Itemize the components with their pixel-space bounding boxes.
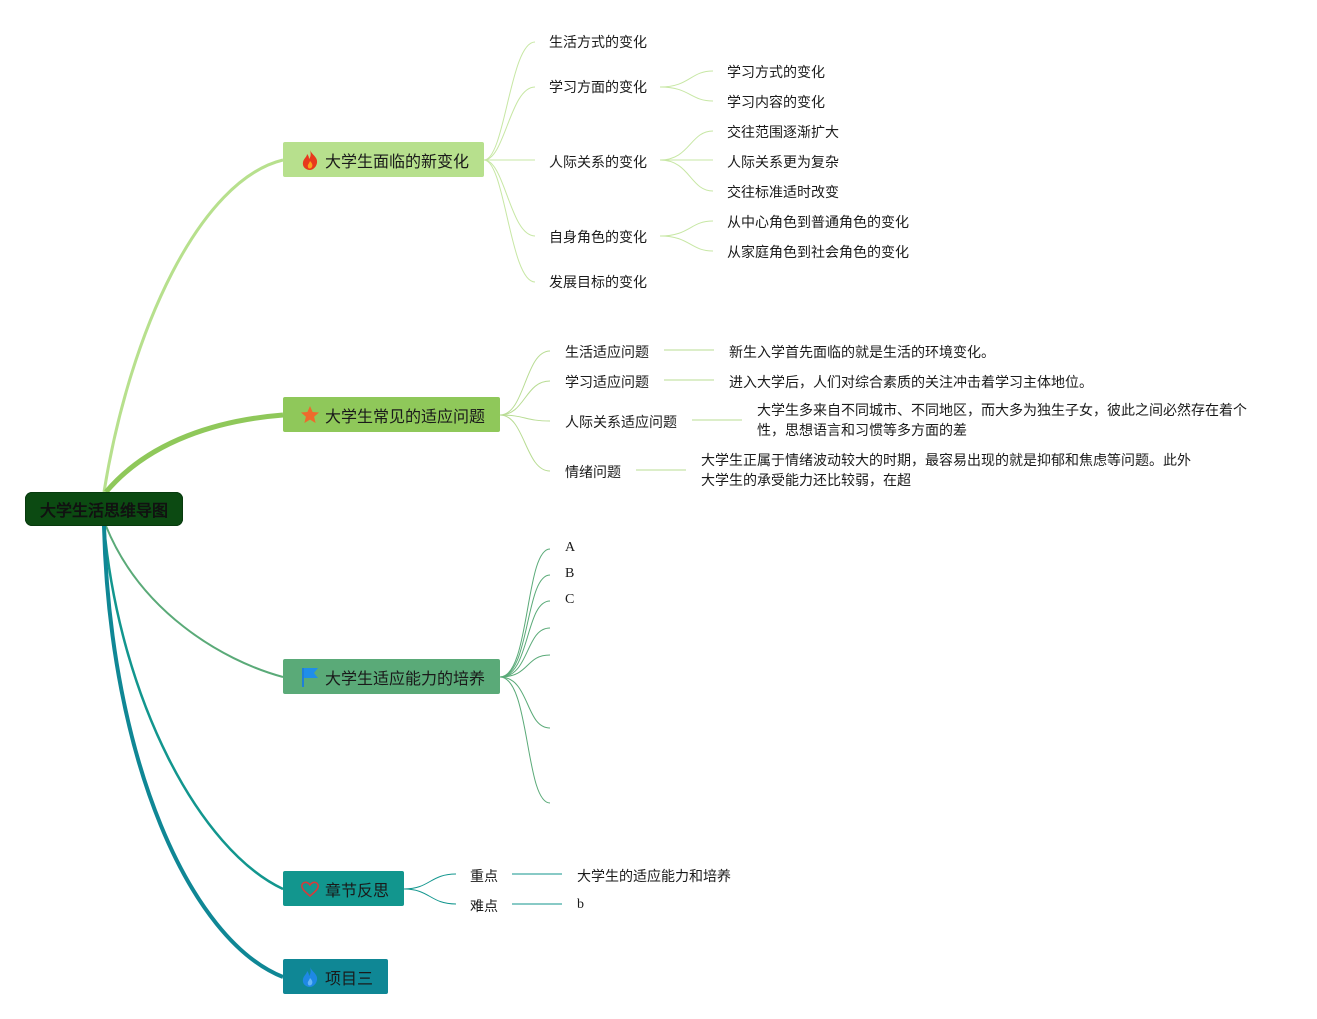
note[interactable]: 大学生多来自不同城市、不同地区，而大多为独生子女，彼此之间必然存在着个 性，思想…	[757, 401, 1247, 441]
topic-key-point[interactable]: 重点	[470, 869, 498, 885]
item-b[interactable]: B	[565, 566, 575, 581]
connector-root-b5	[102, 525, 284, 979]
branch-label: 大学生常见的适应问题	[325, 406, 486, 426]
note[interactable]: 进入大学后，人们对综合素质的关注冲击着学习主体地位。	[729, 375, 1093, 391]
branch-adaptation-problems[interactable]: 大学生常见的适应问题	[283, 397, 500, 432]
star-icon	[299, 404, 321, 426]
branch-label: 章节反思	[325, 880, 390, 900]
connector-root-b3	[105, 525, 284, 678]
branch-reflection[interactable]: 章节反思	[283, 871, 404, 906]
branch-label: 大学生适应能力的培养	[325, 668, 486, 688]
branch-label: 大学生面临的新变化	[325, 151, 470, 171]
topic-study[interactable]: 学习方面的变化	[549, 80, 647, 96]
root-node[interactable]: 大学生活思维导图	[25, 492, 183, 526]
subtopic[interactable]: 人际关系更为复杂	[727, 155, 839, 171]
topic-emotion[interactable]: 情绪问题	[565, 465, 621, 481]
branch-new-changes[interactable]: 大学生面临的新变化	[283, 142, 484, 177]
branch-ability-cultivation[interactable]: 大学生适应能力的培养	[283, 659, 500, 694]
note-line: 性，思想语言和习惯等多方面的差	[757, 423, 967, 439]
branch-label: 项目三	[325, 968, 374, 988]
note[interactable]: 大学生正属于情绪波动较大的时期，最容易出现的就是抑郁和焦虑等问题。此外 大学生的…	[701, 451, 1191, 491]
item-a[interactable]: A	[565, 540, 576, 555]
topic-life-adaptation[interactable]: 生活适应问题	[565, 345, 649, 361]
note[interactable]: b	[577, 897, 584, 912]
branch-project-three[interactable]: 项目三	[283, 959, 388, 994]
note-line: 大学生正属于情绪波动较大的时期，最容易出现的就是抑郁和焦虑等问题。此外	[701, 453, 1191, 469]
subtopic[interactable]: 学习方式的变化	[727, 65, 825, 81]
topic-relationship-adaptation[interactable]: 人际关系适应问题	[565, 415, 677, 431]
topic-role[interactable]: 自身角色的变化	[549, 230, 647, 246]
blue-fire-icon	[299, 966, 321, 988]
topic-goals[interactable]: 发展目标的变化	[549, 275, 647, 291]
subtopic[interactable]: 从家庭角色到社会角色的变化	[727, 245, 909, 261]
topic-difficulty[interactable]: 难点	[470, 899, 498, 915]
topic-study-adaptation[interactable]: 学习适应问题	[565, 375, 649, 391]
note-line: 大学生的承受能力还比较弱，在超	[701, 473, 911, 489]
root-label: 大学生活思维导图	[39, 501, 168, 520]
fire-icon	[299, 149, 321, 171]
note[interactable]: 大学生的适应能力和培养	[577, 869, 731, 885]
heart-icon	[299, 878, 321, 900]
note-line: 大学生多来自不同城市、不同地区，而大多为独生子女，彼此之间必然存在着个	[757, 403, 1247, 419]
connector-root-b2	[104, 412, 284, 494]
note[interactable]: 新生入学首先面临的就是生活的环境变化。	[729, 345, 995, 361]
connector-root-b1	[102, 158, 284, 493]
item-c[interactable]: C	[565, 592, 575, 607]
subtopic[interactable]: 交往标准适时改变	[727, 185, 839, 201]
subtopic[interactable]: 学习内容的变化	[727, 95, 825, 111]
flag-icon	[299, 666, 321, 688]
subtopic[interactable]: 交往范围逐渐扩大	[727, 125, 839, 141]
topic-relationships[interactable]: 人际关系的变化	[549, 155, 647, 171]
subtopic[interactable]: 从中心角色到普通角色的变化	[727, 215, 909, 231]
connector-root-b4	[102, 525, 284, 891]
topic-lifestyle[interactable]: 生活方式的变化	[549, 35, 647, 51]
